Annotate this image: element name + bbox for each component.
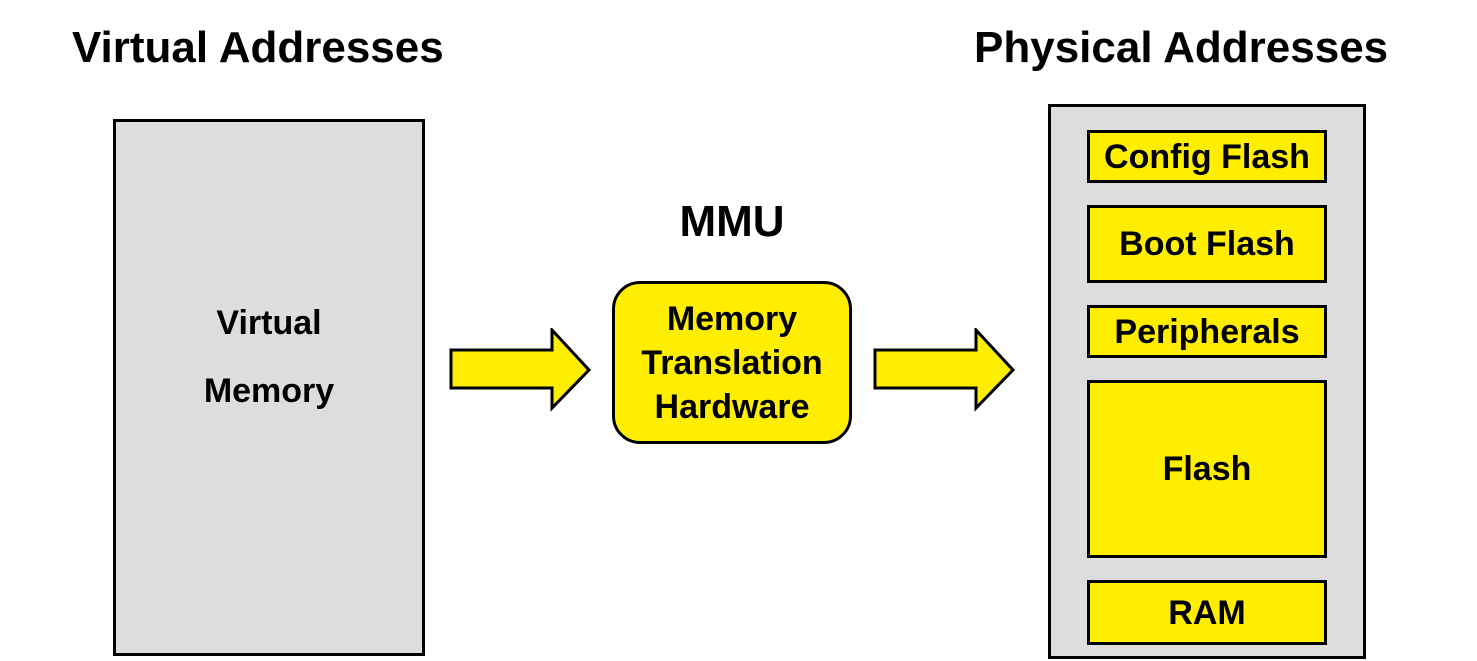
region-ram: RAM [1087, 580, 1327, 645]
mmu-label: MMU [679, 197, 785, 246]
virtual-memory-label-line1: Virtual [216, 304, 322, 342]
virtual-addresses-heading: Virtual Addresses [72, 23, 444, 72]
physical-addresses-heading: Physical Addresses [974, 23, 1389, 72]
mmu-box-line1: Memory [666, 299, 798, 338]
virtual-memory-label-line2: Memory [203, 372, 335, 410]
memory-translation-hardware-box: Memory Translation Hardware [612, 281, 852, 444]
mmu-to-physical-arrow [873, 328, 1016, 412]
virtual-to-mmu-arrow [449, 328, 592, 412]
region-flash: Flash [1087, 380, 1327, 558]
mmu-box-line2: Translation [641, 343, 823, 382]
virtual-memory-box: Virtual Memory [113, 119, 425, 656]
mmu-box-line3: Hardware [654, 387, 810, 426]
region-config-flash: Config Flash [1087, 130, 1327, 183]
region-peripherals: Peripherals [1087, 305, 1327, 358]
region-boot-flash: Boot Flash [1087, 205, 1327, 283]
